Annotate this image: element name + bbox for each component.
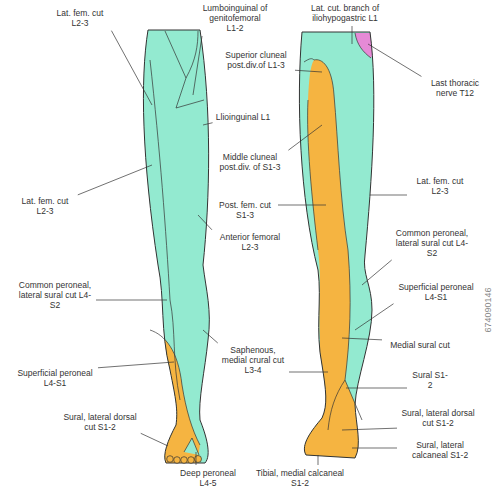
posterior-boundaries [304, 33, 371, 430]
leader-line [198, 215, 212, 230]
leader-line [78, 165, 152, 195]
nerve-label: Common peroneal, lateral sural cut L4-S2 [394, 228, 470, 258]
leader-line [203, 123, 213, 125]
posterior-leg-fill [290, 20, 390, 480]
leader-line [203, 330, 218, 343]
leader-line [368, 44, 421, 76]
leader-line [362, 260, 392, 285]
nerve-label: Superficial peroneal L4-S1 [396, 282, 476, 302]
leader-line [352, 448, 397, 449]
nerve-label: Post. fem. cut S1-3 [215, 200, 275, 220]
leader-line [278, 205, 326, 206]
nerve-label: Deep peroneal L4-5 [178, 468, 238, 488]
leader-line [98, 362, 174, 368]
leader-line [111, 31, 152, 105]
nerve-label: Lat. cut. branch of iliohypogastric L1 [309, 3, 381, 23]
nerve-label: Lumboinguinal of genitofemoral L1-2 [203, 3, 268, 33]
leader-line [342, 338, 382, 340]
nerve-label: Sural, lateral dorsal cut S1-2 [400, 408, 476, 428]
nerve-label: Common peroneal, lateral sural cut L4-S2 [17, 280, 93, 310]
nerve-label: Anterior femoral L2-3 [214, 232, 286, 252]
leader-line [318, 455, 319, 465]
leader-line [288, 125, 322, 150]
nerve-label: Lat. fem. cut L2-3 [15, 196, 75, 216]
leader-line [289, 372, 328, 373]
leader-line [141, 433, 168, 446]
anterior-leg-fill [120, 20, 230, 480]
leader-line [352, 26, 353, 44]
nerve-label: Sural, lateral calcaneal S1-2 [400, 440, 480, 460]
leader-line [370, 195, 407, 196]
leader-line [346, 388, 407, 389]
nerve-label: Medial sural cut [385, 340, 455, 350]
nerve-label: Llioinguinal L1 [216, 112, 271, 122]
nerve-label: Tibial, medial calcaneal S1-2 [250, 468, 350, 488]
nerve-label: Superficial peroneal L4-S1 [15, 368, 95, 388]
nerve-label: Superior cluneal post.div.of L1-3 [220, 50, 292, 70]
nerve-label: Lat. fem. cut L2-3 [410, 176, 470, 196]
leader-line [193, 36, 202, 95]
leader-line [96, 300, 167, 301]
nerve-label: Last thoracic nerve T12 [424, 78, 486, 98]
leader-line [355, 304, 394, 330]
nerve-label: Sural S1-2 [410, 370, 450, 390]
leader-line [342, 428, 397, 430]
nerve-label: Middle cluneal post.div. of S1-3 [214, 152, 286, 172]
nerve-label: Lat. fem. cut L2-3 [50, 8, 110, 28]
leader-line [295, 70, 322, 72]
nerve-label: Saphenous, medial crural cut L3-4 [220, 345, 286, 375]
leader-line [196, 452, 197, 465]
watermark: 674090146 [483, 287, 493, 332]
anterior-boundaries [150, 31, 204, 455]
nerve-label: Sural, lateral dorsal cut S1-2 [62, 412, 138, 432]
